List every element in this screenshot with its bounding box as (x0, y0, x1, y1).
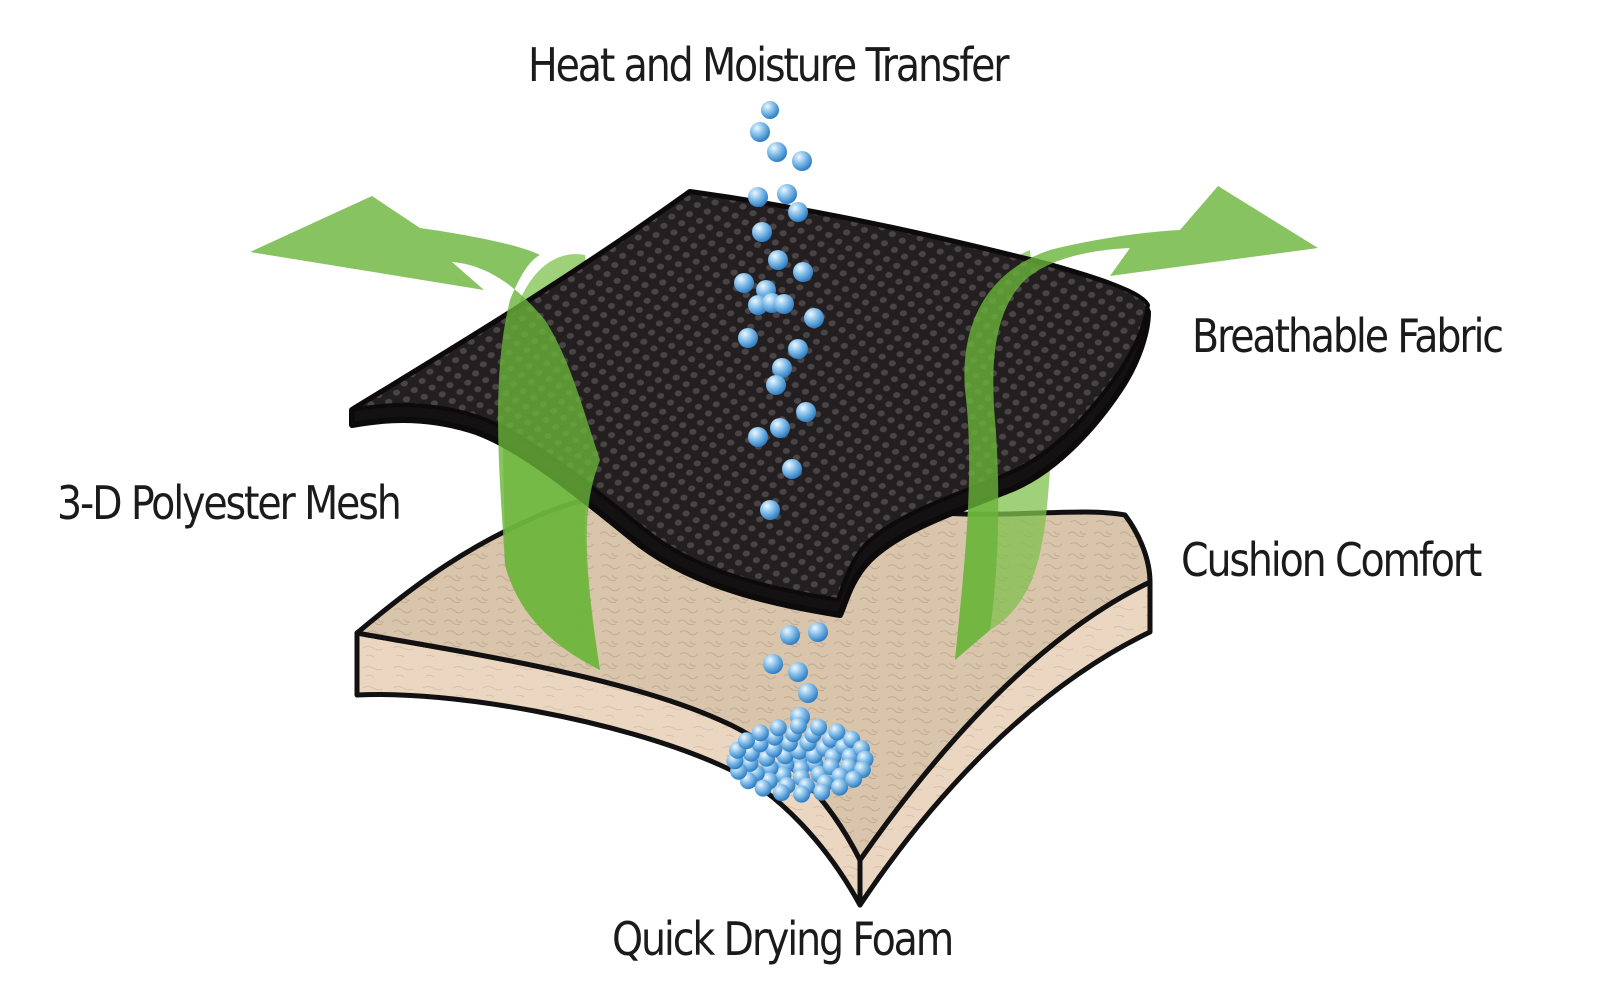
airflow-arrow-icon-right (955, 186, 1318, 660)
heat-moisture-transfer-label: Heat and Moisture Transfer (528, 38, 1010, 92)
water-droplet-icon (804, 308, 824, 328)
water-droplet-icon (772, 358, 792, 378)
droplet-pool (726, 717, 874, 803)
water-droplet-icon (734, 273, 754, 293)
water-droplet-icon (828, 723, 846, 741)
water-droplet-icon (763, 654, 783, 674)
water-droplet-icon (754, 779, 772, 797)
breathable-fabric-label: Breathable Fabric (1192, 309, 1504, 363)
cushion-comfort-label: Cushion Comfort (1181, 533, 1482, 587)
water-droplet-icon (761, 101, 779, 119)
water-droplet-icon (792, 151, 812, 171)
water-droplet-icon (748, 187, 768, 207)
water-droplet-icon (789, 717, 807, 735)
water-droplet-icon (750, 122, 770, 142)
water-droplet-icon (768, 250, 788, 270)
water-droplet-icon (751, 724, 769, 742)
moisture-droplets (734, 101, 824, 520)
water-droplet-icon (738, 328, 758, 348)
water-droplet-icon (769, 719, 787, 737)
quick-drying-foam-label: Quick Drying Foam (612, 912, 954, 966)
breathable-fabric-sheet (349, 189, 1151, 618)
water-droplet-icon (766, 375, 786, 395)
water-droplet-icon (845, 770, 863, 788)
water-droplet-icon (748, 427, 768, 447)
water-droplet-icon (831, 778, 849, 796)
water-droplet-icon (767, 142, 787, 162)
water-droplet-icon (793, 262, 813, 282)
water-droplet-icon (808, 622, 828, 642)
water-droplet-icon (788, 202, 808, 222)
polyester-mesh-label: 3-D Polyester Mesh (57, 476, 402, 530)
water-droplet-icon (774, 294, 794, 314)
water-droplet-icon (780, 625, 800, 645)
water-droplet-icon (760, 500, 780, 520)
water-droplet-icon (737, 732, 755, 750)
airflow-arrow-icon-left (250, 196, 600, 670)
water-droplet-icon (798, 683, 818, 703)
water-droplet-icon (796, 402, 816, 422)
water-droplet-icon (752, 222, 772, 242)
water-droplet-icon (793, 785, 811, 803)
airflow-arrows-front (250, 186, 1318, 670)
water-droplet-icon (788, 662, 808, 682)
water-droplet-icon (813, 783, 831, 801)
water-droplet-icon (770, 418, 790, 438)
water-droplet-icon (782, 459, 802, 479)
water-droplet-icon (788, 339, 808, 359)
water-droplet-icon (810, 718, 828, 736)
water-droplet-icon (772, 784, 790, 802)
fabric-top (350, 190, 1150, 602)
water-droplet-icon (777, 184, 797, 204)
